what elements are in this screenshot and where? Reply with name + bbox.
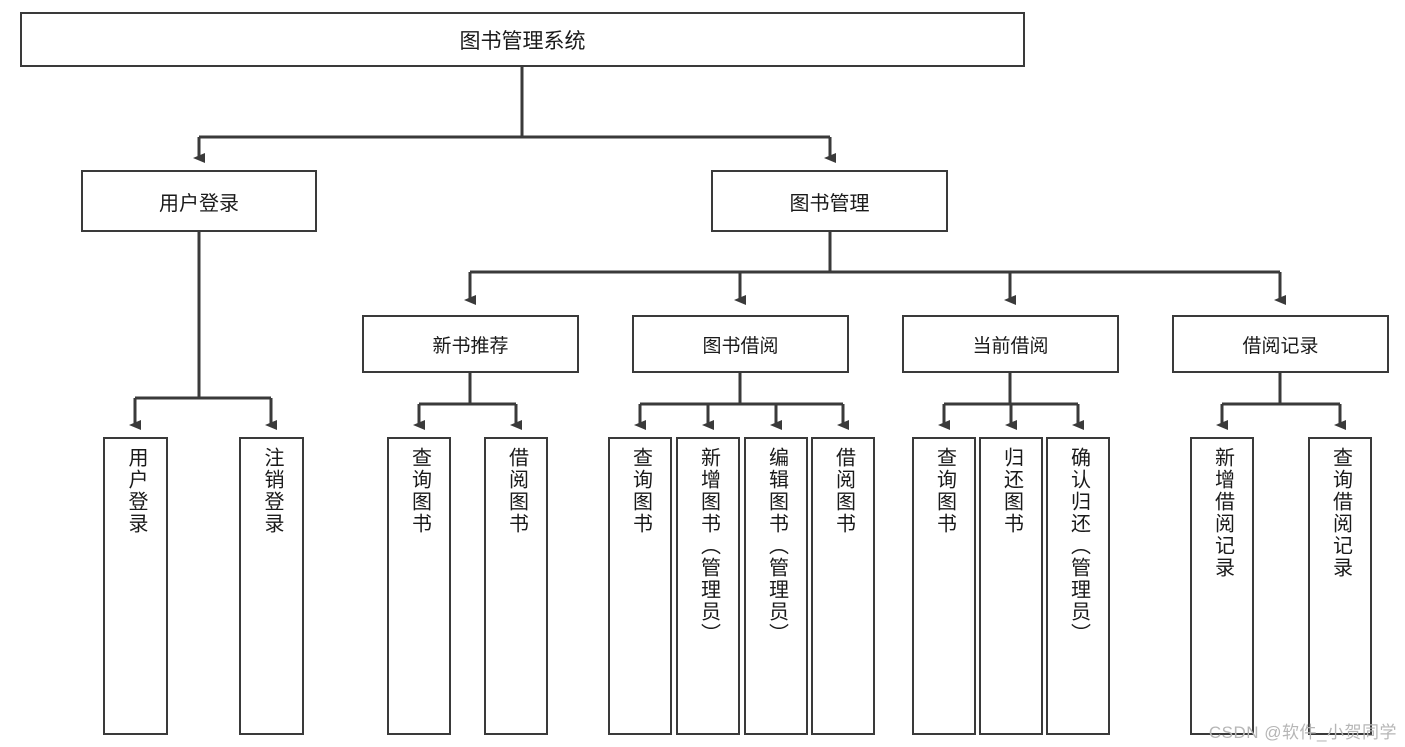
leaf-borrow-book-2-label: 借阅图书 — [832, 447, 855, 535]
node-new-book-recommend-label: 新书推荐 — [432, 335, 509, 357]
leaf-add-book-label: 新增图书（管理员） — [697, 447, 720, 645]
leaf-user-login[interactable]: 用户登录 — [103, 437, 168, 735]
leaf-query-book-3-label: 查询图书 — [933, 447, 956, 535]
node-current-borrow-label: 当前借阅 — [972, 335, 1049, 357]
leaf-query-book-1[interactable]: 查询图书 — [387, 437, 451, 735]
leaf-borrow-book-2[interactable]: 借阅图书 — [811, 437, 875, 735]
leaf-query-book-1-label: 查询图书 — [408, 447, 431, 535]
leaf-add-record-label: 新增借阅记录 — [1211, 447, 1234, 579]
node-book-borrow-label: 图书借阅 — [702, 335, 779, 357]
leaf-return-book[interactable]: 归还图书 — [979, 437, 1043, 735]
leaf-query-record-label: 查询借阅记录 — [1329, 447, 1352, 579]
csdn-watermark: CSDN @软件_小贺同学 — [1208, 723, 1397, 742]
leaf-add-book[interactable]: 新增图书（管理员） — [676, 437, 740, 735]
leaf-edit-book[interactable]: 编辑图书（管理员） — [744, 437, 808, 735]
leaf-borrow-book-1-label: 借阅图书 — [505, 447, 528, 535]
leaf-query-book-2-label: 查询图书 — [629, 447, 652, 535]
leaf-add-record[interactable]: 新增借阅记录 — [1190, 437, 1254, 735]
node-borrow-record[interactable]: 借阅记录 — [1172, 315, 1389, 373]
leaf-logout[interactable]: 注销登录 — [239, 437, 304, 735]
node-current-borrow[interactable]: 当前借阅 — [902, 315, 1119, 373]
leaf-query-book-2[interactable]: 查询图书 — [608, 437, 672, 735]
leaf-confirm-return-label: 确认归还（管理员） — [1067, 447, 1090, 645]
leaf-borrow-book-1[interactable]: 借阅图书 — [484, 437, 548, 735]
node-user-login[interactable]: 用户登录 — [81, 170, 317, 232]
leaf-return-book-label: 归还图书 — [1000, 447, 1023, 535]
node-book-borrow[interactable]: 图书借阅 — [632, 315, 849, 373]
node-root-label: 图书管理系统 — [459, 29, 586, 53]
leaf-logout-label: 注销登录 — [261, 447, 283, 535]
leaf-query-record[interactable]: 查询借阅记录 — [1308, 437, 1372, 735]
node-borrow-record-label: 借阅记录 — [1242, 335, 1319, 357]
node-user-login-label: 用户登录 — [159, 192, 239, 215]
node-root[interactable]: 图书管理系统 — [20, 12, 1025, 67]
leaf-confirm-return[interactable]: 确认归还（管理员） — [1046, 437, 1110, 735]
node-new-book-recommend[interactable]: 新书推荐 — [362, 315, 579, 373]
leaf-edit-book-label: 编辑图书（管理员） — [765, 447, 788, 645]
leaf-query-book-3[interactable]: 查询图书 — [912, 437, 976, 735]
node-book-management[interactable]: 图书管理 — [711, 170, 948, 232]
leaf-user-login-label: 用户登录 — [125, 447, 147, 535]
node-book-management-label: 图书管理 — [789, 192, 870, 215]
